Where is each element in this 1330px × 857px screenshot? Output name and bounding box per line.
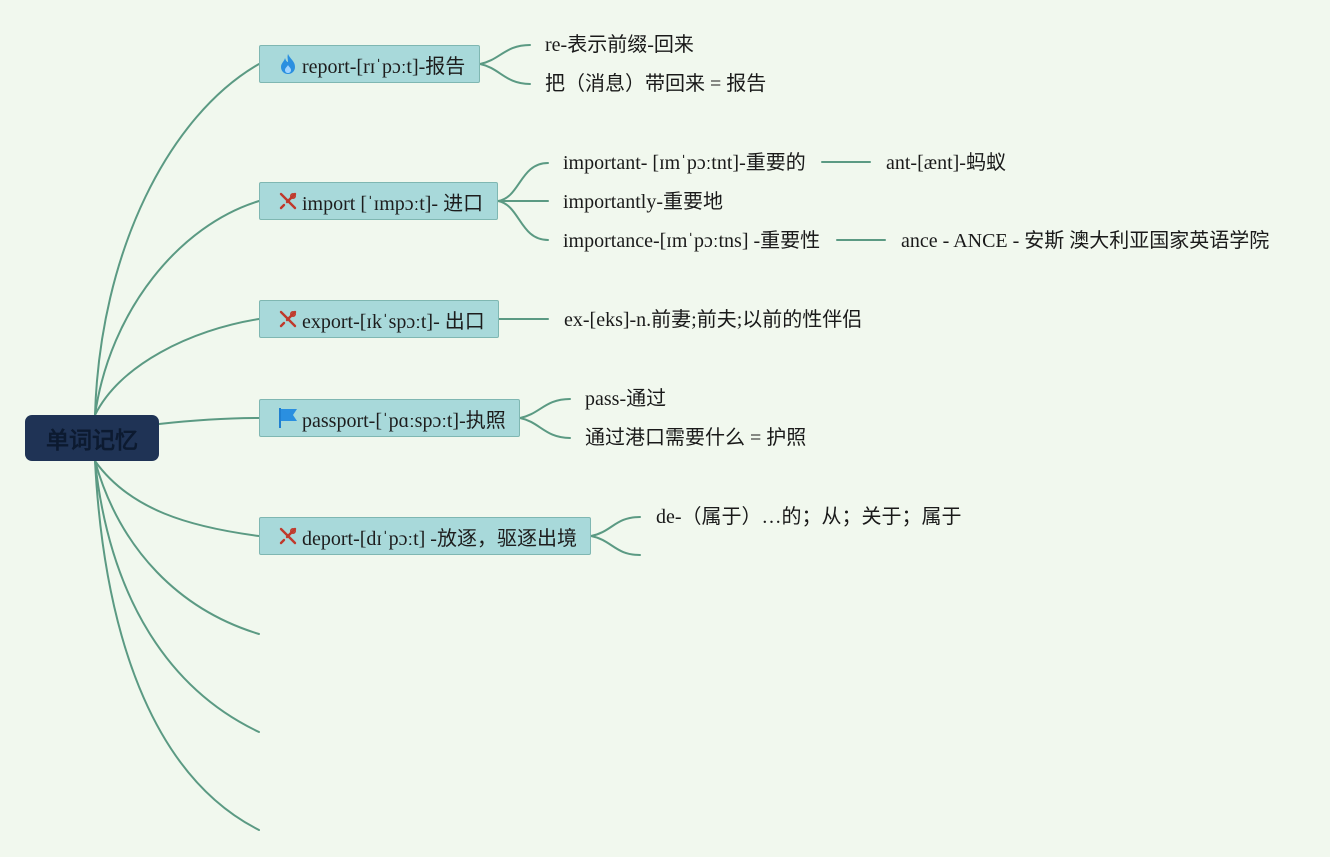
connector-root-topic-7 bbox=[94, 460, 260, 733]
topic-deport[interactable]: deport-[dɪˈpɔːt] -放逐，驱逐出境 bbox=[259, 517, 591, 555]
subtopic-report-prefix[interactable]: re-表示前缀-回来 bbox=[545, 34, 694, 56]
connector-import-child-3 bbox=[497, 200, 549, 241]
connector-passport-child-2 bbox=[519, 417, 571, 439]
tools-icon bbox=[277, 525, 299, 547]
subtopic-ance[interactable]: ance - ANCE - 安斯 澳大利亚国家英语学院 bbox=[901, 230, 1270, 252]
connector-root-topic-4 bbox=[158, 417, 260, 425]
subtopic-pass[interactable]: pass-通过 bbox=[585, 388, 667, 410]
connector-passport-child-1 bbox=[519, 398, 571, 419]
subtopic-importance[interactable]: importance-[ɪmˈpɔːtns] -重要性 bbox=[563, 230, 821, 252]
topic-passport-label: passport-[ˈpɑːspɔːt]-执照 bbox=[302, 409, 506, 432]
fire-icon bbox=[277, 53, 299, 75]
connector-import-child-1 bbox=[497, 162, 549, 202]
connector-report-child-1 bbox=[479, 44, 531, 65]
tools-icon bbox=[277, 308, 299, 330]
topic-import[interactable]: import [ˈɪmpɔːt]- 进口 bbox=[259, 182, 498, 220]
topic-report[interactable]: report-[rɪˈpɔːt]-报告 bbox=[259, 45, 480, 83]
flag-icon bbox=[277, 407, 299, 429]
topic-export-label: export-[ɪkˈspɔːt]- 出口 bbox=[302, 310, 485, 333]
connector-root-topic-1 bbox=[94, 63, 260, 416]
subtopic-passport-meaning[interactable]: 通过港口需要什么 = 护照 bbox=[585, 427, 807, 449]
topic-report-label: report-[rɪˈpɔːt]-报告 bbox=[302, 55, 466, 78]
central-topic-label: 单词记忆 bbox=[46, 428, 138, 454]
connector-root-topic-5 bbox=[94, 460, 260, 537]
connector-deport-child-1 bbox=[590, 516, 641, 537]
connector-root-topic-6 bbox=[94, 460, 260, 635]
connector-root-topic-8 bbox=[94, 460, 260, 831]
topic-passport[interactable]: passport-[ˈpɑːspɔːt]-执照 bbox=[259, 399, 520, 437]
subtopic-report-meaning[interactable]: 把（消息）带回来 = 报告 bbox=[545, 73, 767, 95]
topic-deport-label: deport-[dɪˈpɔːt] -放逐，驱逐出境 bbox=[302, 527, 577, 550]
subtopic-importantly[interactable]: importantly-重要地 bbox=[563, 191, 723, 213]
connector-root-topic-2 bbox=[94, 200, 260, 416]
connector-root-topic-3 bbox=[94, 318, 260, 416]
connector-deport-child-2 bbox=[590, 535, 641, 556]
subtopic-important[interactable]: important- [ɪmˈpɔːtnt]-重要的 bbox=[563, 152, 806, 174]
subtopic-de[interactable]: de-（属于）…的；从；关于；属于 bbox=[656, 506, 962, 528]
subtopic-ant[interactable]: ant-[ænt]-蚂蚁 bbox=[886, 152, 1006, 174]
central-topic[interactable]: 单词记忆 bbox=[25, 415, 159, 461]
topic-import-label: import [ˈɪmpɔːt]- 进口 bbox=[302, 192, 484, 215]
connector-report-child-2 bbox=[479, 63, 531, 85]
topic-export[interactable]: export-[ɪkˈspɔːt]- 出口 bbox=[259, 300, 499, 338]
tools-icon bbox=[277, 190, 299, 212]
subtopic-ex[interactable]: ex-[eks]-n.前妻;前夫;以前的性伴侣 bbox=[564, 309, 863, 331]
